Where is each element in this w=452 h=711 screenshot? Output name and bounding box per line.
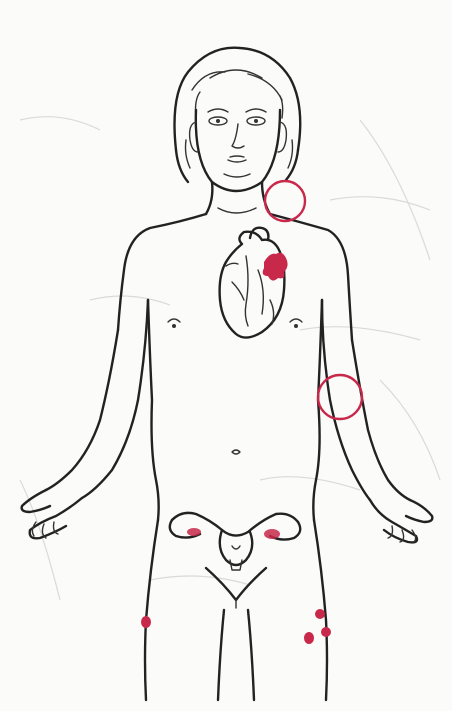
right-nipple (290, 319, 302, 322)
elbow-circle-marker (318, 375, 362, 419)
ovary-right-marker (264, 529, 280, 539)
ovary-left-marker (187, 528, 201, 536)
left-nipple (168, 319, 180, 322)
uterus-illustration (170, 513, 301, 570)
face (190, 109, 287, 191)
heart-illustration (220, 228, 285, 338)
neck (206, 182, 270, 214)
thigh-right-spot-3 (304, 632, 314, 644)
thigh-right-spot-1 (315, 609, 325, 619)
mouth (228, 160, 246, 162)
thigh-left-spot (141, 616, 151, 628)
thigh-right-spot-2 (321, 627, 331, 637)
left-eyebrow (208, 109, 228, 112)
neck-circle-marker (265, 181, 305, 221)
heart-valve-marker (263, 253, 288, 281)
body-outline (22, 214, 433, 700)
pubic-outline (206, 568, 266, 600)
navel (232, 450, 240, 454)
nose (232, 124, 244, 148)
right-eyebrow (246, 109, 266, 112)
markers (141, 181, 362, 644)
